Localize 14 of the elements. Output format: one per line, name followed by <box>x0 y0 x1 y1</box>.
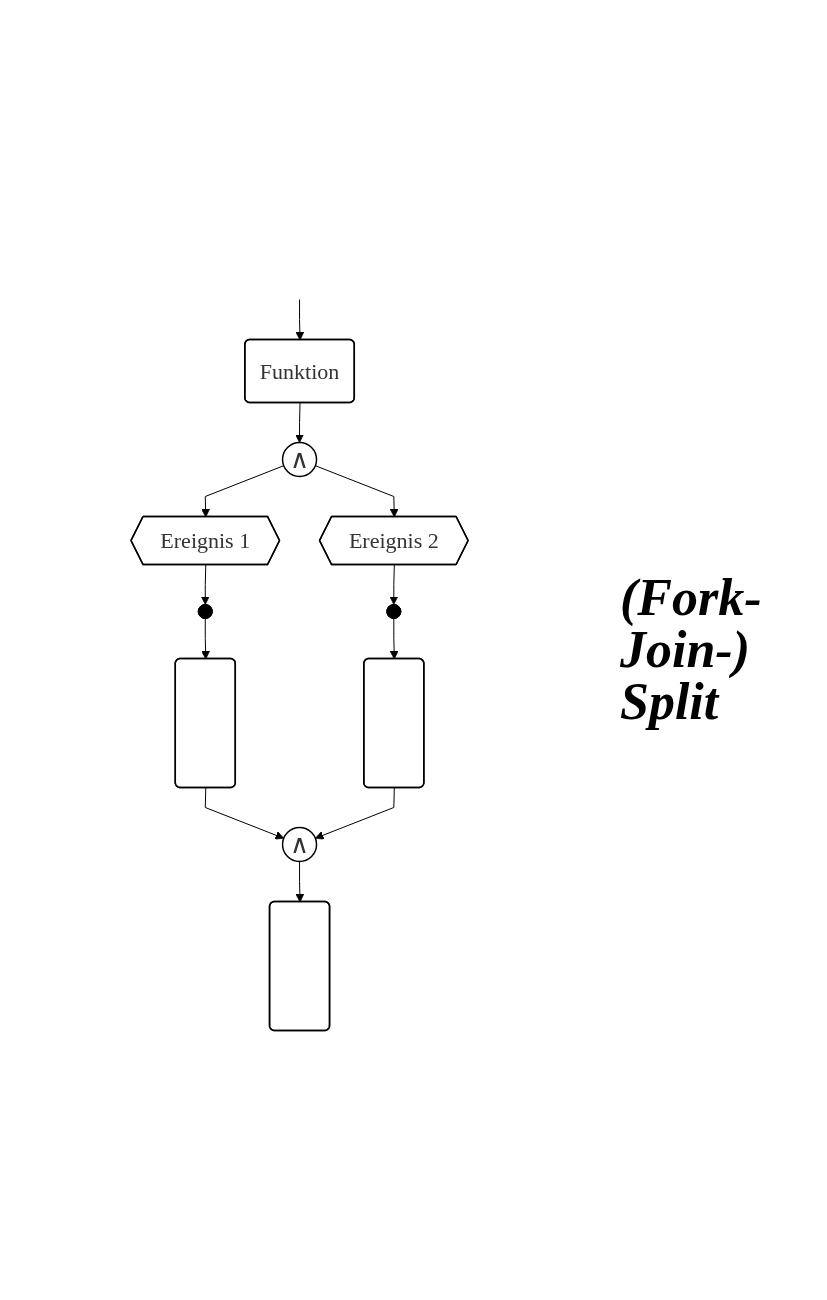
arrow <box>390 618 399 660</box>
arrow <box>295 861 305 903</box>
annotation-text: (Fork-Join-) Split <box>620 572 763 728</box>
arrow <box>201 564 211 605</box>
node-circle: ∧ <box>282 441 318 478</box>
arrow <box>201 618 211 660</box>
arrow <box>389 564 399 605</box>
arrow <box>295 402 305 443</box>
arrow <box>315 787 396 840</box>
arrow <box>295 299 305 341</box>
node-circle: ∧ <box>282 826 318 863</box>
arrow <box>201 465 285 518</box>
arrow <box>205 787 285 840</box>
arrow <box>315 465 399 518</box>
